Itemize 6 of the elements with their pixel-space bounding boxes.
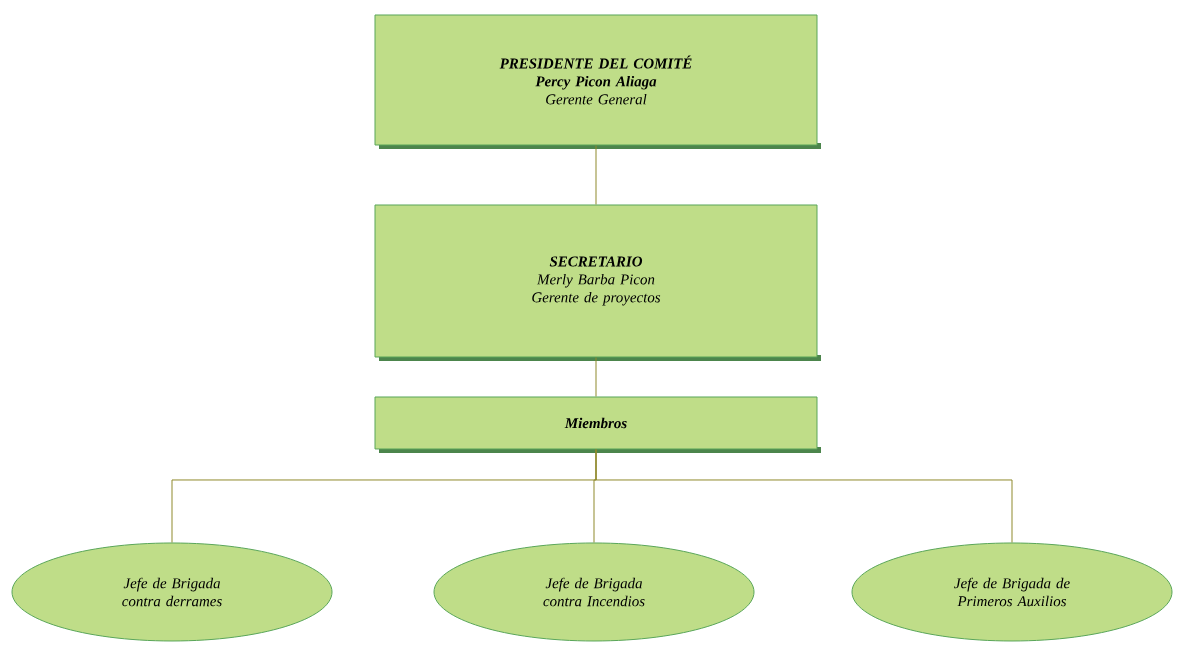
org-box: PRESIDENTE DEL COMITÉ Percy Picon Aliaga Gerente General (374, 14, 821, 149)
connector-line (595, 145, 597, 205)
connector-line (595, 449, 1013, 543)
org-box: Miembros (374, 396, 821, 453)
org-box: SECRETARIO Merly Barba Picon Gerente de proyectos (374, 204, 821, 361)
connector-line (595, 357, 597, 397)
